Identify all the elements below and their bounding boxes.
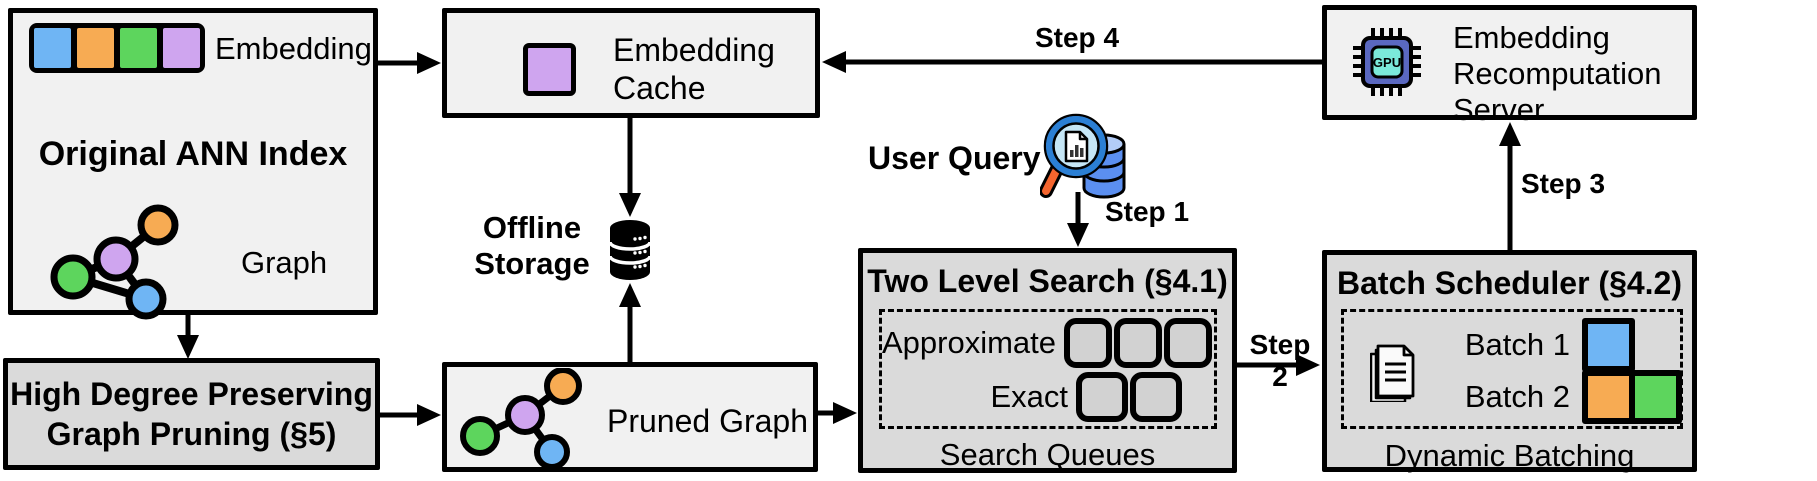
- queue-slot-icon: [1076, 372, 1128, 422]
- pruned-graph-box: Pruned Graph: [442, 362, 818, 472]
- search-queues-panel: Approximate Exact: [879, 309, 1217, 429]
- graph-label: Graph: [241, 245, 328, 280]
- embedding-cache-label: Embedding Cache: [613, 32, 775, 106]
- two-level-search-title: Two Level Search (§4.1): [867, 263, 1228, 299]
- two-level-search-box: Two Level Search (§4.1) Approximate Exac…: [858, 248, 1237, 473]
- graph-pruning-box: High Degree Preserving Graph Pruning (§5…: [3, 358, 380, 470]
- dynamic-batching-caption: Dynamic Batching: [1384, 438, 1635, 473]
- pruned-graph-icon: [460, 368, 582, 468]
- query-magnifier-icon: [1040, 113, 1126, 199]
- step1-label: Step 1: [1104, 196, 1190, 227]
- batch2-swatch-orange: [1582, 370, 1635, 424]
- batch-scheduler-box: Batch Scheduler (§4.2) Batch 1 Batch 2: [1322, 250, 1697, 473]
- exact-queue-row: Exact: [882, 372, 1214, 422]
- embedding-cache-box: Embedding Cache: [442, 8, 820, 118]
- embedding-recomputation-server-label: Embedding Recomputation Server: [1453, 20, 1662, 127]
- arrow-scheduler-to-server: [1499, 122, 1521, 252]
- embedding-cell-blue: [34, 28, 71, 68]
- graph-pruning-title: High Degree Preserving Graph Pruning (§5…: [10, 376, 373, 452]
- queue-slot-icon: [1164, 318, 1212, 368]
- cached-embedding-icon: [523, 43, 576, 96]
- arrow-pruned-to-storage: [619, 283, 641, 364]
- approximate-queue-row: Approximate: [882, 318, 1214, 368]
- arrow-search-to-scheduler: [1237, 354, 1320, 376]
- user-query-label: User Query: [868, 140, 1041, 176]
- batch1-swatch-blue: [1582, 318, 1635, 372]
- arrow-query-to-search: [1067, 192, 1089, 247]
- gpu-chip-icon: GPU: [1353, 28, 1421, 96]
- embedding-cell-green: [120, 28, 157, 68]
- search-queues-caption: Search Queues: [939, 437, 1156, 472]
- batch2-row: Batch 2: [1422, 370, 1682, 424]
- batch1-label: Batch 1: [1464, 327, 1570, 362]
- original-ann-index-title: Original ANN Index: [38, 135, 348, 173]
- queue-slot-icon: [1064, 318, 1113, 368]
- arrow-pruning-to-pruned: [380, 404, 441, 426]
- arrow-pruned-to-search: [818, 402, 857, 424]
- pruned-graph-label: Pruned Graph: [607, 403, 809, 439]
- step3-label: Step 3: [1520, 168, 1606, 199]
- arrow-index-to-cache: [378, 52, 441, 74]
- embedding-cell-orange: [77, 28, 114, 68]
- arrow-cache-to-storage: [619, 115, 641, 217]
- offline-database-icon: [608, 220, 652, 280]
- embedding-vector-icon: [29, 23, 205, 73]
- embedding-cell-purple: [163, 28, 200, 68]
- approximate-label: Approximate: [882, 325, 1057, 360]
- offline-storage-label: Offline Storage: [474, 210, 590, 281]
- step4-label: Step 4: [1034, 22, 1120, 53]
- embedding-label: Embedding: [215, 31, 372, 66]
- gpu-chip-text: GPU: [1373, 55, 1401, 70]
- documents-stack-icon: [1370, 344, 1415, 402]
- batch1-row: Batch 1: [1422, 318, 1635, 372]
- original-ann-index-box: Embedding Original ANN Index Graph: [8, 8, 378, 320]
- step2-label: Step 2: [1249, 329, 1311, 392]
- embedding-recomputation-server-box: GPU Embedding Recomputation Server: [1322, 5, 1697, 127]
- arrow-index-to-pruning: [177, 313, 199, 359]
- arrow-server-to-cache: [822, 51, 1322, 73]
- queue-slot-icon: [1114, 318, 1162, 368]
- queue-slot-icon: [1130, 372, 1182, 422]
- batch2-swatch-green: [1629, 370, 1682, 424]
- dynamic-batching-panel: Batch 1 Batch 2: [1341, 309, 1683, 429]
- graph-icon: [50, 204, 179, 320]
- batch-scheduler-title: Batch Scheduler (§4.2): [1337, 265, 1682, 301]
- batch2-label: Batch 2: [1464, 379, 1570, 414]
- exact-label: Exact: [990, 379, 1068, 414]
